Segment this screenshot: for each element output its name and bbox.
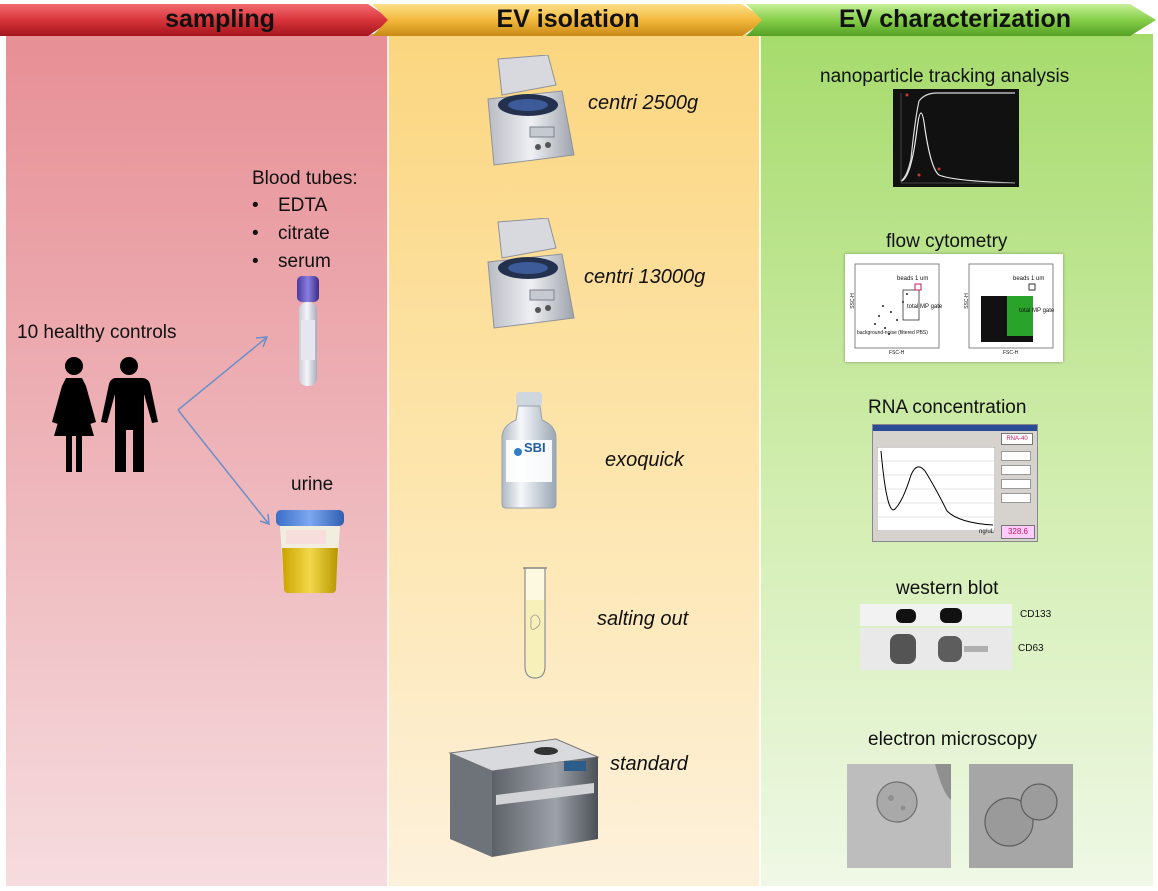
characterization-method-label: RNA concentration	[868, 397, 1027, 418]
flow-gate-label: total MP gate	[1019, 308, 1055, 314]
rna-concentration-value: 328.6	[1001, 525, 1035, 539]
window-titlebar	[873, 425, 1037, 431]
ultracentrifuge-icon	[448, 738, 600, 857]
western-marker-label: CD133	[1020, 609, 1052, 620]
blood-tube-list: •EDTA •citrate •serum	[252, 192, 331, 276]
centrifuge-icon	[487, 218, 575, 329]
urine-cup-icon	[276, 510, 344, 593]
western-blot-band-cd133	[860, 604, 1012, 626]
characterization-method-label: western blot	[896, 578, 999, 599]
electron-micrograph-1	[847, 764, 951, 868]
electron-micrograph-2	[969, 764, 1073, 868]
flow-gate-label: beads 1 um	[897, 276, 929, 282]
banner-characterization-label: EV characterization	[838, 5, 1072, 33]
centrifuge-icon	[487, 55, 575, 166]
flow-gate-label: total MP gate	[907, 304, 943, 310]
list-item: •serum	[252, 251, 331, 272]
people-icon	[52, 357, 158, 472]
subjects-label: 10 healthy controls	[17, 322, 177, 343]
branch-arrows	[177, 336, 270, 526]
banner-arrow-isolation	[372, 4, 766, 36]
absorbance-plot	[877, 447, 995, 531]
flow-axis-x: FSC-H	[1003, 350, 1019, 356]
flow-axis-y: SSC-H	[849, 293, 856, 309]
blood-tubes-title: Blood tubes:	[252, 168, 358, 189]
rna-sample-field: RNA-40	[1001, 433, 1033, 445]
banner-sampling-label: sampling	[165, 5, 275, 33]
isolation-method-label: centri 2500g	[588, 92, 699, 114]
salting-tube-icon	[523, 567, 547, 679]
blood-tube-icon	[297, 276, 319, 386]
isolation-method-label: standard	[610, 753, 688, 775]
urine-label: urine	[291, 474, 334, 495]
column-divider	[387, 34, 389, 886]
western-marker-label: CD63	[1018, 643, 1044, 654]
flow-cytometry-thumbnail: beads 1 um total MP gate background-nois…	[845, 254, 1063, 362]
isolation-column	[388, 34, 760, 886]
nta-plot-thumbnail	[893, 89, 1019, 187]
rna-nanodrop-thumbnail: RNA-40 ng/uL 328.6	[872, 424, 1038, 542]
rna-field-stack	[1001, 451, 1031, 513]
characterization-method-label: nanoparticle tracking analysis	[820, 66, 1070, 87]
rna-unit-label: ng/uL	[979, 529, 995, 535]
banner-arrow-sampling	[0, 4, 392, 36]
isolation-method-label: exoquick	[605, 449, 684, 471]
list-item: •citrate	[252, 223, 330, 244]
banner-arrow-characterization	[746, 4, 1156, 36]
flow-gate-label: beads 1 um	[1013, 276, 1045, 282]
western-blot-band-cd63	[860, 628, 1012, 670]
banner-isolation-label: EV isolation	[496, 5, 640, 33]
flow-axis-x: FSC-H	[889, 350, 905, 356]
characterization-method-label: flow cytometry	[886, 231, 1008, 252]
column-divider	[759, 34, 761, 886]
isolation-method-label: centri 13000g	[584, 266, 706, 288]
isolation-method-label: salting out	[597, 608, 689, 630]
exoquick-bottle-text: SBI	[524, 440, 546, 455]
characterization-method-label: electron microscopy	[868, 729, 1037, 750]
header-banner	[0, 4, 1156, 36]
flow-plots	[854, 263, 1054, 349]
flow-gate-label: background-noise (filtered PBS)	[857, 330, 928, 336]
flow-axis-y: SSC-H	[963, 293, 970, 309]
list-item: •EDTA	[252, 195, 328, 216]
exoquick-bottle-icon	[501, 392, 557, 509]
